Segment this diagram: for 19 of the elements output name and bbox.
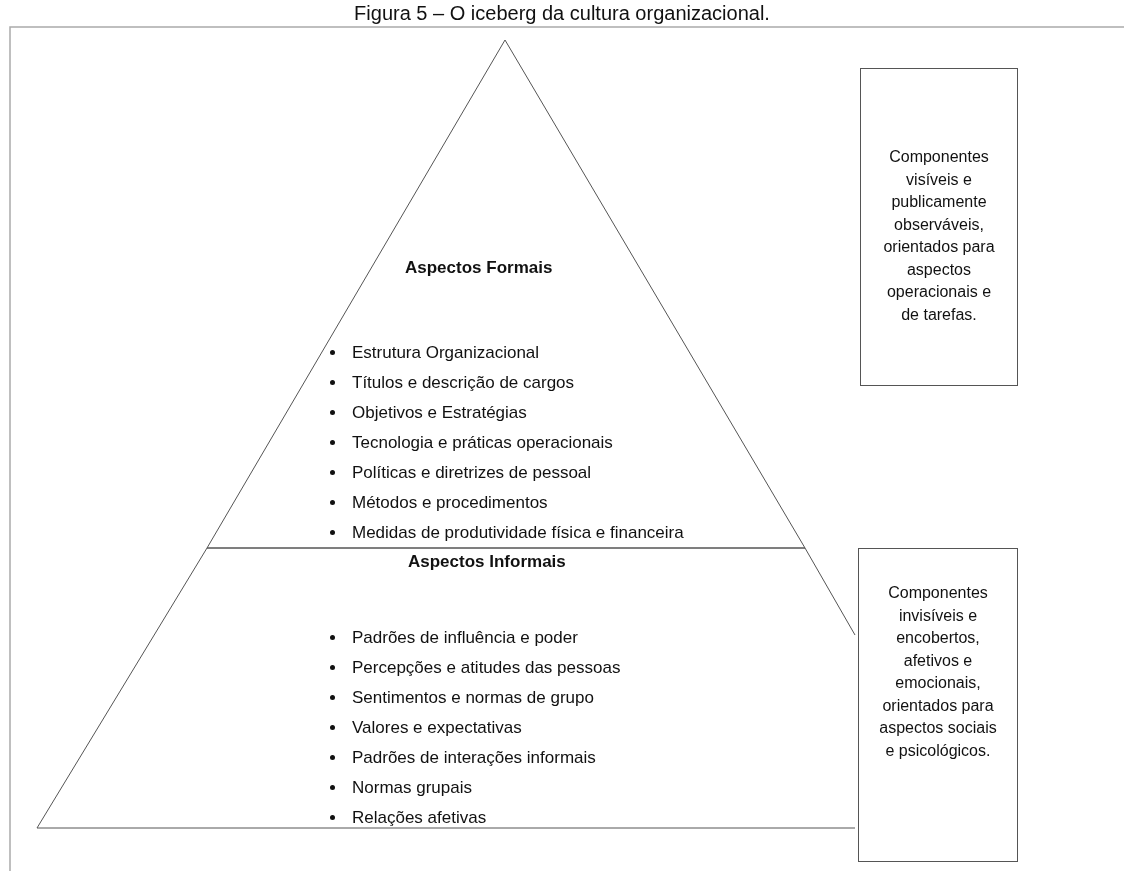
box-text: Componentes visíveis e publicamente observáveis, orientados para aspectos operacionais e de tarefas. (882, 147, 996, 325)
bullet-item: Objetivos e Estratégias (330, 398, 684, 428)
bullet-item: Estrutura Organizacional (330, 338, 684, 368)
bullet-item: Medidas de produtividade física e financeira (330, 518, 684, 548)
bullet-item: Padrões de interações informais (330, 743, 621, 773)
section-heading: Aspectos Formais (405, 258, 553, 278)
bullet-item: Padrões de influência e poder (330, 623, 621, 653)
section-heading: Aspectos Informais (408, 552, 566, 572)
bullet-item: Normas grupais (330, 773, 621, 803)
bullet-item: Percepções e atitudes das pessoas (330, 653, 621, 683)
figure-title: Figura 5 – O iceberg da cultura organizacional. (353, 2, 771, 25)
bullet-item: Valores e expectativas (330, 713, 621, 743)
box-text: Componentes invisíveis e encobertos, afetivos e emocionais, orientados para aspectos sociais e psicológicos. (878, 583, 998, 761)
bullet-item: Títulos e descrição de cargos (330, 368, 684, 398)
bullet-item: Tecnologia e práticas operacionais (330, 428, 684, 458)
bullet-item: Métodos e procedimentos (330, 488, 684, 518)
bullet-item: Sentimentos e normas de grupo (330, 683, 621, 713)
bullet-item: Relações afetivas (330, 803, 621, 833)
bullet-item: Políticas e diretrizes de pessoal (330, 458, 684, 488)
